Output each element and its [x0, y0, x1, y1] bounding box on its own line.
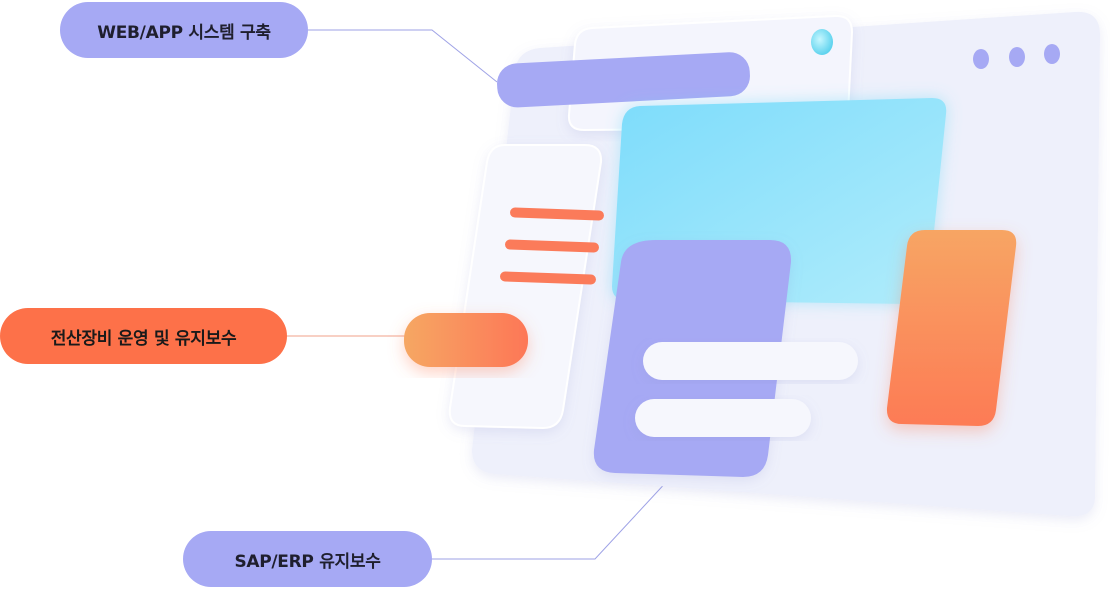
content-line-1 [643, 342, 858, 380]
toggle-dot [811, 29, 833, 55]
sidebar-line-1 [510, 207, 604, 221]
content-line-2 [635, 399, 811, 437]
connector-web [308, 29, 498, 83]
label-sap-erp: SAP/ERP 유지보수 [183, 531, 432, 587]
sidebar-line-2 [505, 239, 599, 253]
label-web-app: WEB/APP 시스템 구축 [60, 2, 308, 58]
connector-sap [432, 477, 671, 560]
label-it-equipment: 전산장비 운영 및 유지보수 [0, 308, 287, 364]
orange-card [886, 230, 1017, 426]
window-control-dots [973, 44, 1060, 69]
header-bar [497, 52, 750, 108]
sidebar-line-3 [500, 271, 596, 285]
orange-pill [404, 313, 528, 367]
